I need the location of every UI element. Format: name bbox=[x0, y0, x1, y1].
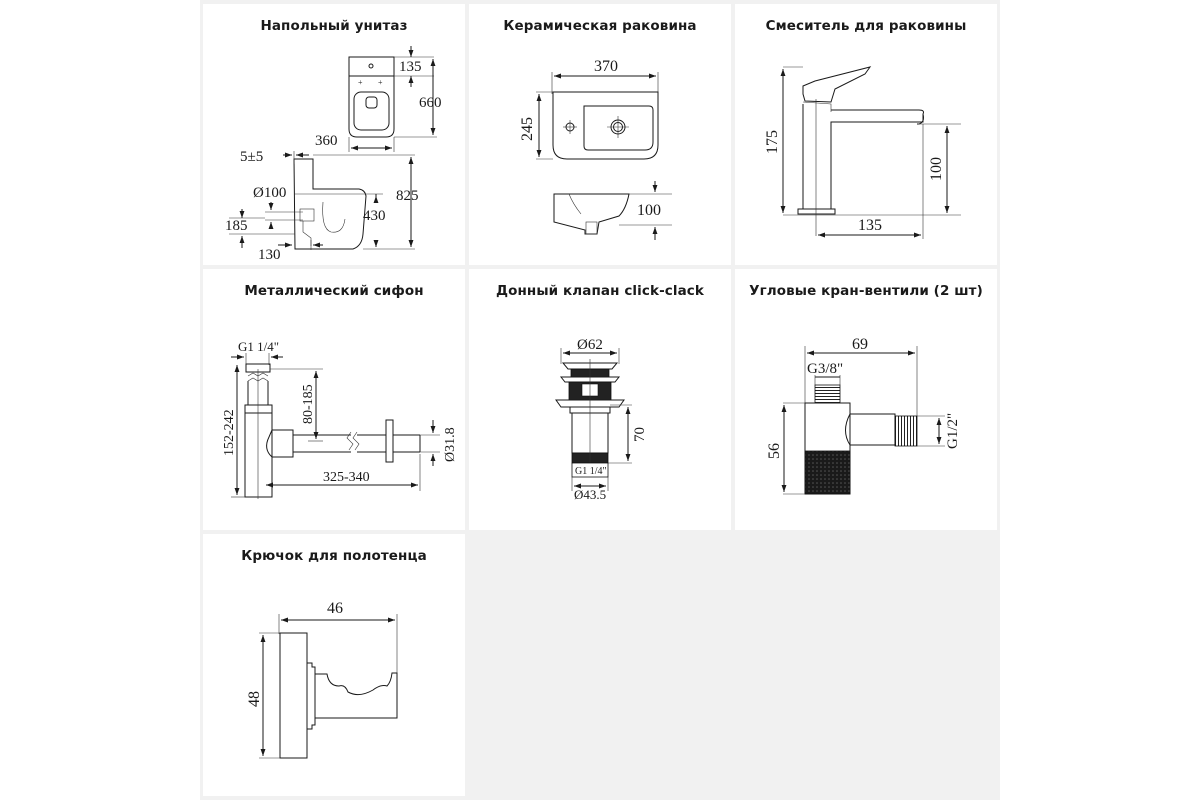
faucet-body bbox=[802, 104, 924, 210]
panel-ceramic-sink: Керамическая раковина 370 245 100 bbox=[469, 4, 731, 265]
valve-knob bbox=[804, 450, 851, 495]
panel-metal-siphon: Металлический сифон G1 1/4" 152-242 bbox=[203, 269, 465, 530]
spec-grid: Напольный унитаз + + 135 660 360 bbox=[200, 0, 1000, 800]
panel-title: Смеситель для раковины bbox=[765, 18, 967, 34]
dim-height: 100 bbox=[637, 202, 661, 219]
dim-tank-height: 135 bbox=[399, 59, 422, 75]
inlet-thread bbox=[814, 384, 841, 404]
empty-cell bbox=[469, 534, 731, 796]
panel-angle-valve: Угловые кран-вентили (2 шт) 69 G3/8" 56 … bbox=[735, 269, 997, 530]
sink-faucet-drawing: 175 100 135 bbox=[764, 66, 961, 239]
dim-total-depth: 660 bbox=[419, 95, 442, 111]
dim-outlet-offset: 130 bbox=[258, 247, 281, 263]
dim-height: 70 bbox=[632, 427, 648, 442]
tank-top bbox=[348, 56, 395, 77]
dim-height: 175 bbox=[764, 130, 781, 154]
sink-outline bbox=[552, 91, 659, 160]
drain-cap bbox=[561, 362, 619, 370]
dim-length: 325-340 bbox=[323, 470, 370, 485]
dim-inlet-thread: G3/8" bbox=[807, 361, 843, 377]
panel-click-clack-drain: Донный клапан click-clack Ø62 70 G1 1/4" bbox=[469, 269, 731, 530]
dim-thread: G1 1/4" bbox=[238, 339, 279, 354]
dim-height: 48 bbox=[246, 691, 263, 707]
empty-cell bbox=[735, 534, 997, 796]
dim-outlet-diameter: Ø100 bbox=[253, 185, 286, 201]
faucet-handle bbox=[802, 66, 872, 103]
dim-length: 69 bbox=[852, 336, 868, 353]
panel-title: Напольный унитаз bbox=[260, 18, 408, 34]
panel-floor-toilet: Напольный унитаз + + 135 660 360 bbox=[203, 4, 465, 265]
sink-side bbox=[553, 193, 630, 235]
outlet-thread bbox=[894, 415, 918, 447]
dim-thread: G1 1/4" bbox=[575, 466, 607, 477]
panel-title: Керамическая раковина bbox=[503, 18, 697, 34]
dim-depth: 46 bbox=[327, 600, 343, 617]
floor-toilet-drawing: + + 135 660 360 bbox=[225, 46, 442, 263]
panel-title: Донный клапан click-clack bbox=[495, 283, 704, 299]
towel-hook-drawing: 46 48 bbox=[246, 600, 398, 759]
click-clack-drain-drawing: Ø62 70 G1 1/4" Ø43.5 bbox=[555, 337, 648, 502]
dim-outlet-thread: G1/2" bbox=[945, 413, 961, 449]
dim-cap-diameter: Ø62 bbox=[577, 337, 603, 353]
toilet-side bbox=[293, 158, 367, 250]
panel-title: Металлический сифон bbox=[244, 283, 424, 299]
panel-title: Крючок для полотенца bbox=[241, 548, 427, 564]
dim-pipe-diameter: Ø31.8 bbox=[443, 427, 458, 462]
svg-text:+: + bbox=[378, 78, 383, 87]
panel-towel-hook: Крючок для полотенца 46 48 bbox=[203, 534, 465, 796]
dim-wall-gap: 5±5 bbox=[240, 149, 263, 165]
dim-body-diameter: Ø43.5 bbox=[574, 487, 606, 502]
svg-text:+: + bbox=[358, 78, 363, 87]
dim-height: 56 bbox=[766, 443, 783, 459]
dim-depth: 245 bbox=[519, 117, 536, 141]
dim-spout-reach: 135 bbox=[858, 217, 882, 234]
dim-bowl-height: 430 bbox=[363, 208, 386, 224]
dim-width: 370 bbox=[594, 58, 618, 75]
ceramic-sink-drawing: 370 245 100 bbox=[519, 58, 672, 240]
dim-inlet-to-outlet: 80-185 bbox=[301, 384, 316, 424]
panel-sink-faucet: Смеситель для раковины 175 100 135 bbox=[735, 4, 997, 265]
dim-spout-height: 100 bbox=[928, 157, 945, 181]
hook-base bbox=[279, 632, 308, 759]
panel-title: Угловые кран-вентили (2 шт) bbox=[749, 283, 983, 299]
siphon-body bbox=[244, 413, 273, 498]
dim-total-height: 152-242 bbox=[222, 409, 237, 456]
angle-valve-drawing: 69 G3/8" 56 G1/2" bbox=[766, 336, 961, 495]
dim-outlet-height: 185 bbox=[225, 218, 248, 234]
metal-siphon-drawing: G1 1/4" 152-242 80-185 bbox=[222, 339, 458, 499]
hook-arm bbox=[315, 672, 398, 719]
bowl-top bbox=[348, 76, 395, 138]
dim-width: 360 bbox=[315, 133, 338, 149]
dim-height: 825 bbox=[396, 188, 419, 204]
